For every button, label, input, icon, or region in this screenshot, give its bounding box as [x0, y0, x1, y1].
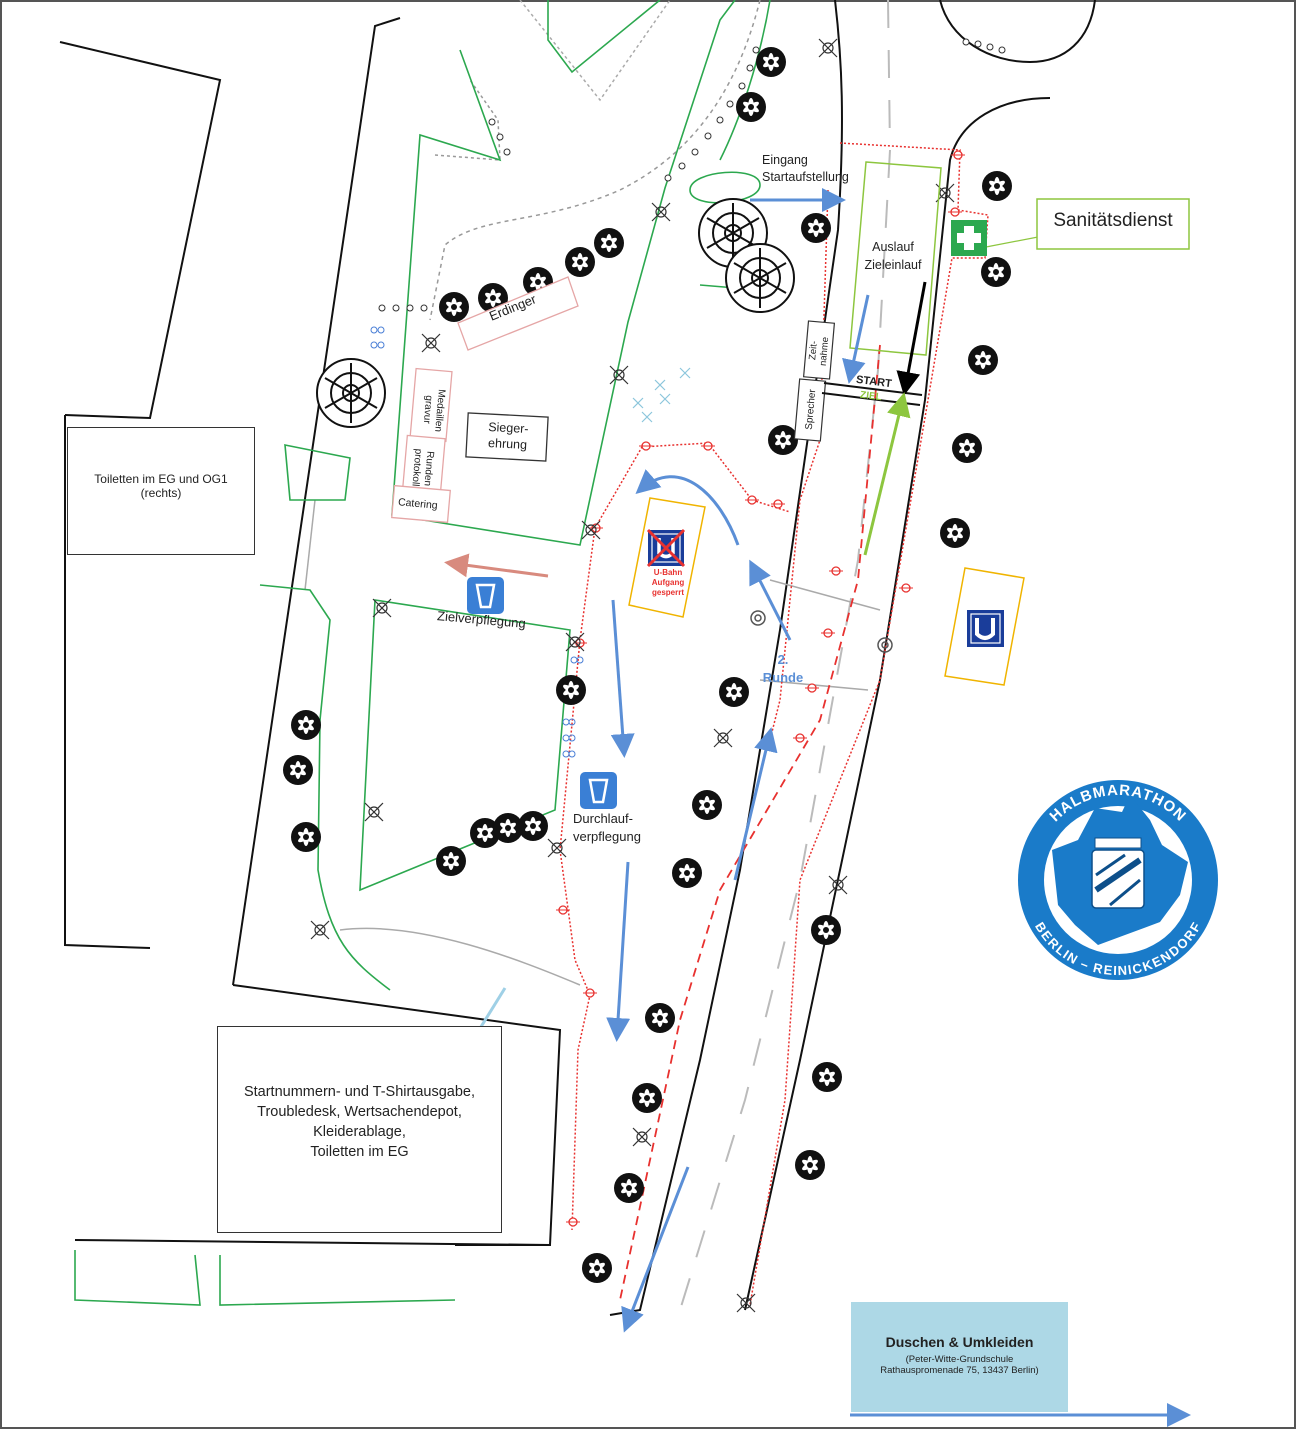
pass-refreshment-label: Durchlauf- verpflegung: [573, 811, 641, 844]
registration-building-box: [217, 1026, 502, 1233]
drink-cup-icon: [467, 577, 617, 809]
svg-text:BERLIN – REINICKENDORF: BERLIN – REINICKENDORF: [1032, 919, 1204, 978]
finish-area-label: Auslauf Zieleinlauf: [864, 240, 922, 272]
ubahn-closed-label: U-Bahn Aufgang gesperrt: [651, 568, 685, 597]
ubahn-icon: [967, 610, 1004, 647]
entrance-label: Eingang Startaufstellung: [762, 153, 849, 184]
registration-label: Startnummern- und T-Shirtausgabe, Troubl…: [243, 1084, 476, 1160]
toilets-building-box: [67, 427, 255, 555]
logo-top-text: HALBMARATHON: [1046, 782, 1188, 825]
showers-label: Duschen & Umkleiden (Peter-Witte-Grundsc…: [880, 1334, 1039, 1376]
logo-bottom-text: BERLIN – REINICKENDORF: [1032, 919, 1203, 978]
halbmarathon-logo: [1018, 780, 1218, 980]
toilets-label: Toiletten im EG und OG1 (rechts): [94, 472, 228, 500]
svg-text:HALBMARATHON: HALBMARATHON: [1046, 782, 1189, 825]
ubahn-closed-icon: [646, 528, 686, 568]
second-lap-label: 2. Runde: [762, 652, 804, 685]
first-aid-label: Sanitätsdienst: [1053, 210, 1173, 231]
